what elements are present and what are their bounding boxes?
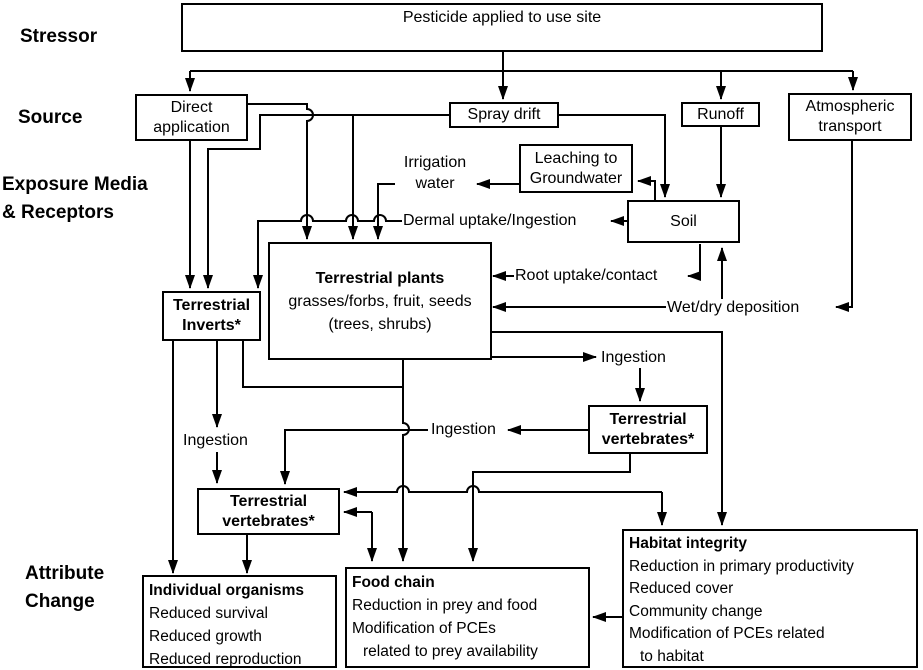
node-inverts-line1: Terrestrial: [172, 297, 251, 314]
node-atmospheric-line2: transport: [818, 118, 882, 135]
node-vertleft-line2: vertebrates*: [222, 512, 315, 530]
edge-to-vertleft-long: [343, 485, 662, 497]
edge-vertright-to-foodchain: [468, 454, 631, 562]
node-atmospheric-line1: Atmospheric: [805, 98, 895, 115]
node-runoff-label: Runoff: [697, 105, 744, 123]
habitat-integrity-line2: Reduced cover: [629, 580, 734, 597]
node-spray-drift: Spray drift: [449, 102, 559, 128]
individual-organisms-line2: Reduced growth: [149, 628, 262, 645]
stage-label-stressor: Stressor: [20, 26, 98, 47]
node-individual-organisms: Individual organisms Reduced survival Re…: [142, 575, 337, 668]
habitat-integrity-line5: to habitat: [640, 647, 704, 665]
edge-atmospheric-to-wetdry: [835, 141, 853, 312]
attribute-change-line1: Attribute: [25, 563, 105, 584]
edge-plants-to-habitat: [490, 331, 727, 526]
node-soil-label: Soil: [670, 212, 697, 230]
habitat-integrity-line1: Reduction in primary productivity: [629, 557, 854, 575]
node-atmospheric-transport: Atmospheric transport: [788, 93, 912, 141]
edge-dermal-to-inverts: [253, 214, 403, 289]
food-chain-line2: Modification of PCEs: [352, 620, 496, 637]
individual-organisms-line3: Reduced reproduction: [149, 651, 302, 668]
node-food-chain: Food chain Reduction in prey and food Mo…: [345, 567, 590, 668]
edge-label-dermal-uptake: Dermal uptake/Ingestion: [402, 212, 610, 230]
edge-ingestion-to-vertleft: [280, 429, 428, 485]
node-inverts-line2: Inverts*: [182, 317, 241, 334]
edge-plants-to-foodchain: [398, 360, 410, 562]
node-terrestrial-vertebrates-right: Terrestrial vertebrates*: [588, 405, 708, 454]
node-direct-application: Direct application: [135, 94, 248, 141]
food-chain-line1: Reduction in prey and food: [352, 597, 538, 614]
node-plants-title: Terrestrial plants: [315, 269, 445, 287]
edge-spraydrift-to-inverts: [203, 114, 449, 289]
node-plants-line3: (trees, shrubs): [328, 315, 432, 333]
edge-label-ingestion-inverts: Ingestion: [182, 432, 254, 450]
node-leaching-line1: Leaching to: [534, 149, 618, 167]
habitat-integrity-line4: Modification of PCEs related: [629, 625, 825, 642]
exposure-media-line1: Exposure Media: [2, 174, 148, 195]
node-habitat-integrity: Habitat integrity Reduction in primary p…: [622, 529, 918, 668]
node-vertright-line1: Terrestrial: [609, 410, 687, 428]
node-leaching-groundwater: Leaching to Groundwater: [519, 144, 633, 193]
node-terrestrial-vertebrates-left: Terrestrial vertebrates*: [197, 488, 340, 535]
edge-label-root-uptake: Root uptake/contact: [514, 267, 686, 285]
attribute-change-line2: Change: [25, 591, 95, 612]
stage-label-exposure-media: Exposure Media & Receptors: [2, 171, 148, 227]
individual-organisms-line1: Reduced survival: [149, 605, 268, 622]
node-direct-application-line1: Direct: [170, 98, 213, 116]
edge-soil-to-leaching: [637, 176, 656, 200]
node-spray-drift-label: Spray drift: [467, 106, 541, 123]
food-chain-title: Food chain: [352, 574, 435, 591]
habitat-integrity-line3: Community change: [629, 602, 763, 620]
edge-spraydrift-to-soil: [559, 114, 670, 198]
edge-label-ingestion-vertebrates: Ingestion: [430, 421, 506, 439]
node-vertright-line2: vertebrates*: [601, 430, 695, 448]
node-direct-application-line2: application: [153, 118, 230, 136]
node-terrestrial-inverts: Terrestrial Inverts*: [162, 291, 261, 341]
habitat-integrity-title: Habitat integrity: [629, 535, 747, 552]
irrigation-line2: water: [415, 175, 455, 192]
exposure-media-line2: & Receptors: [2, 202, 114, 223]
stage-label-attribute-change: Attribute Change: [25, 560, 104, 616]
node-soil: Soil: [627, 200, 740, 243]
edge-label-wet-dry-deposition: Wet/dry deposition: [666, 299, 834, 317]
food-chain-line3: related to prey availability: [363, 643, 538, 660]
irrigation-line1: Irrigation: [403, 154, 467, 171]
edge-inverts-foodchain-join: [242, 341, 402, 388]
node-vertleft-line1: Terrestrial: [229, 492, 308, 510]
node-pesticide-applied: Pesticide applied to use site: [181, 3, 823, 52]
node-leaching-line2: Groundwater: [529, 169, 623, 187]
node-terrestrial-plants: Terrestrial plants grasses/forbs, fruit,…: [268, 242, 492, 360]
edge-label-ingestion-plants: Ingestion: [600, 349, 676, 367]
node-plants-line2: grasses/forbs, fruit, seeds: [288, 292, 472, 310]
edge-label-irrigation-water: Irrigation water: [395, 152, 475, 194]
stage-label-source: Source: [18, 107, 83, 128]
individual-organisms-title: Individual organisms: [149, 582, 305, 599]
node-runoff: Runoff: [681, 102, 760, 127]
node-pesticide-label: Pesticide applied to use site: [402, 9, 602, 26]
edge-soil-to-rootuptake: [687, 244, 701, 281]
edge-direct-to-plants: [248, 103, 314, 240]
edge-irrigation-to-plants: [373, 183, 395, 240]
